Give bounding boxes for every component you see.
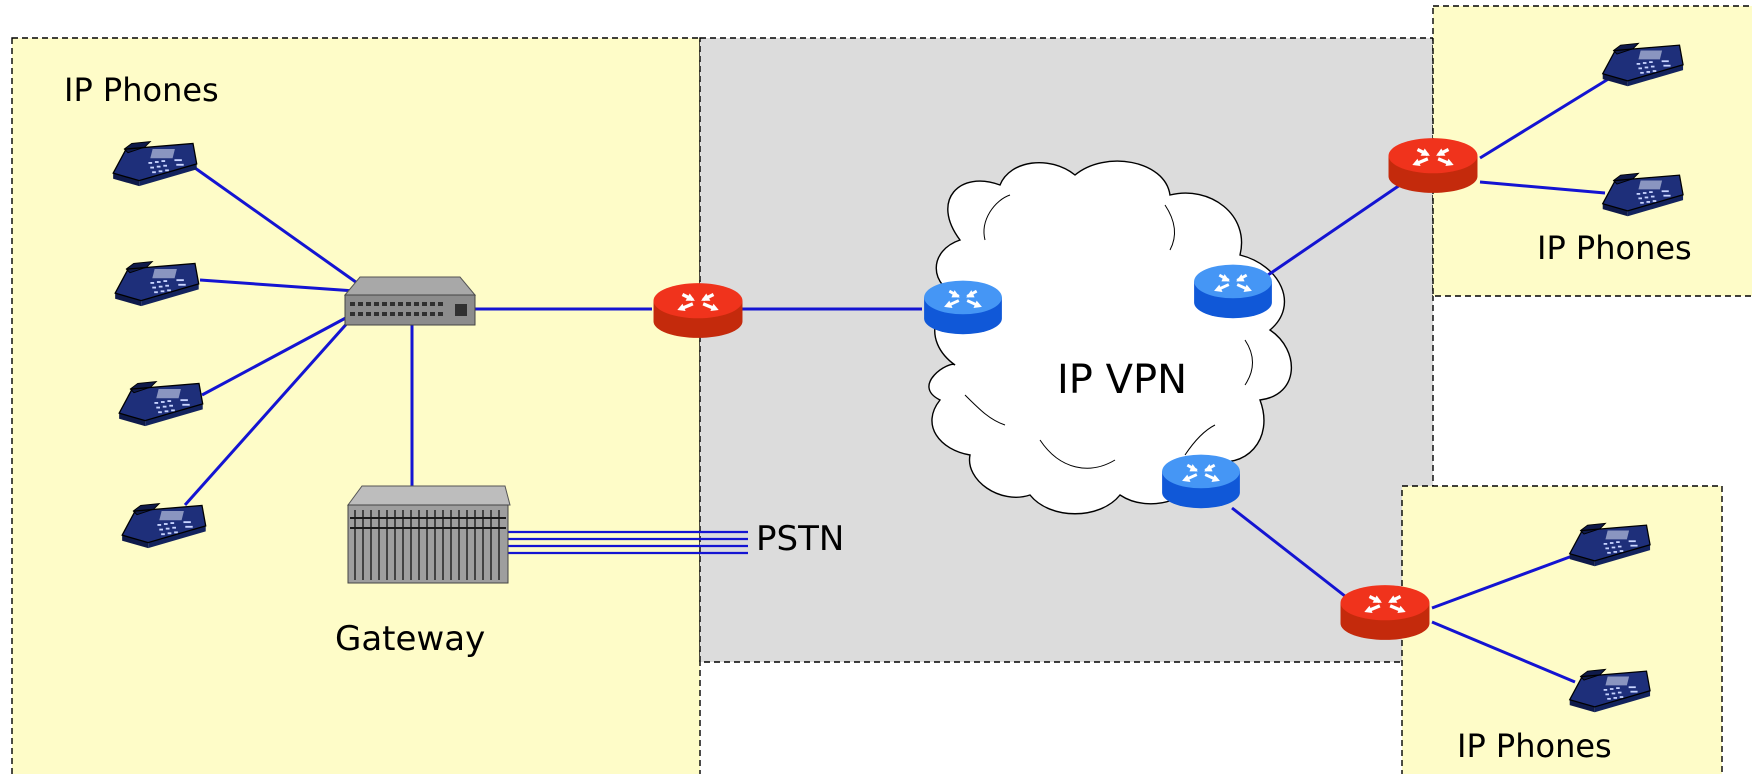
label-pstn: PSTN: [756, 519, 844, 559]
label-ip-phones-top-right: IP Phones: [1537, 229, 1692, 267]
router-icon: [922, 279, 1004, 336]
router-icon: [1386, 136, 1480, 195]
router-icon: [651, 281, 745, 340]
link-bottomright-phone1: [1431, 553, 1576, 610]
link-phone4-switch: [183, 319, 352, 506]
site-main-region: [11, 37, 701, 774]
links: [183, 76, 1611, 684]
link-core-bottomright: [1231, 506, 1351, 602]
label-gateway: Gateway: [335, 619, 485, 659]
label-ip-phones-main: IP Phones: [64, 71, 219, 109]
gateway-icon: [347, 485, 511, 584]
router-icon: [1192, 263, 1274, 320]
link-topright-phone2: [1479, 180, 1606, 195]
router-icon: [1338, 583, 1432, 642]
site-top-right-region: [1432, 5, 1752, 297]
label-ip-phones-bottom-right: IP Phones: [1457, 727, 1612, 765]
router-icon: [1160, 453, 1242, 510]
link-core-topright: [1267, 183, 1401, 277]
link-bottomright-phone2: [1431, 620, 1576, 684]
switch-icon: [343, 276, 477, 326]
link-topright-phone1: [1479, 76, 1611, 160]
link-phone1-switch: [194, 166, 361, 287]
link-phone2-switch: [199, 278, 356, 293]
ip-vpn-cloud: [928, 160, 1292, 515]
label-ip-vpn: IP VPN: [1057, 357, 1187, 403]
link-phone3-switch: [201, 311, 356, 397]
pstn-trunk: [505, 530, 748, 555]
